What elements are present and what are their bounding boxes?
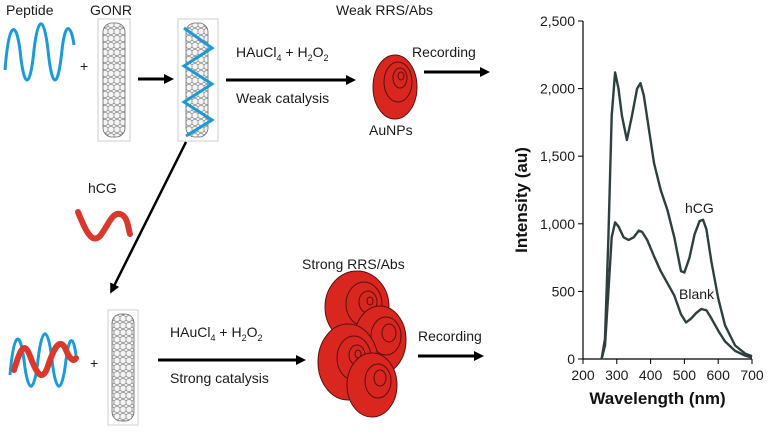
y-tick-label: 500: [552, 283, 576, 299]
y-tick-label: 1,500: [540, 148, 575, 164]
plus-sign-bottom: +: [90, 355, 99, 371]
recording-label-bottom: Recording: [418, 328, 482, 344]
aunp-small-icon: [372, 54, 418, 120]
peptide-gonr-complex-icon: [177, 18, 219, 142]
peptide-label: Peptide: [6, 2, 54, 18]
x-tick-label: 400: [639, 367, 663, 383]
recording-label-top: Recording: [412, 44, 476, 60]
series-line-blank: [600, 221, 753, 360]
hcg-molecule-icon: [75, 209, 133, 242]
series-label-hcg: hCG: [685, 200, 714, 216]
aunps-label: AuNPs: [369, 122, 413, 138]
y-tick-label: 2,000: [540, 81, 575, 97]
x-tick-label: 500: [673, 367, 697, 383]
weak-catalysis-label: Weak catalysis: [236, 90, 330, 106]
x-tick-label: 700: [740, 367, 764, 383]
gonr-nanotube-bottom-icon: [107, 309, 139, 426]
series-line-hcg: [600, 71, 753, 360]
plus-sign-top: +: [80, 58, 89, 74]
gonr-nanotube-icon: [97, 18, 131, 142]
x-tick-label: 300: [605, 367, 629, 383]
reagent-label-bottom: HAuCl4 + H2O2: [170, 324, 263, 343]
x-axis-label: Wavelength (nm): [589, 389, 725, 408]
arrow-hcg-diagonal: [110, 141, 188, 294]
peptide-hcg-complex-icon: [8, 332, 79, 388]
series-label-blank: Blank: [679, 286, 715, 302]
gonr-label: GONR: [90, 2, 132, 18]
peptide-wave-icon: [3, 22, 76, 82]
x-tick-label: 600: [707, 367, 731, 383]
schematic-diagram: [3, 18, 490, 426]
y-tick-label: 2,500: [540, 13, 575, 29]
y-tick-label: 1,000: [540, 216, 575, 232]
weak-signal-label: Weak RRS/Abs: [336, 2, 433, 18]
hcg-label: hCG: [88, 180, 117, 196]
strong-signal-label: Strong RRS/Abs: [302, 256, 405, 272]
y-tick-label: 0: [567, 351, 575, 367]
reagent-label-top: HAuCl4 + H2O2: [236, 44, 329, 63]
y-axis-label: Intensity (au): [512, 147, 531, 253]
aunp-cluster-icon: [317, 270, 407, 418]
strong-catalysis-label: Strong catalysis: [170, 370, 269, 386]
x-tick-label: 200: [571, 367, 595, 383]
